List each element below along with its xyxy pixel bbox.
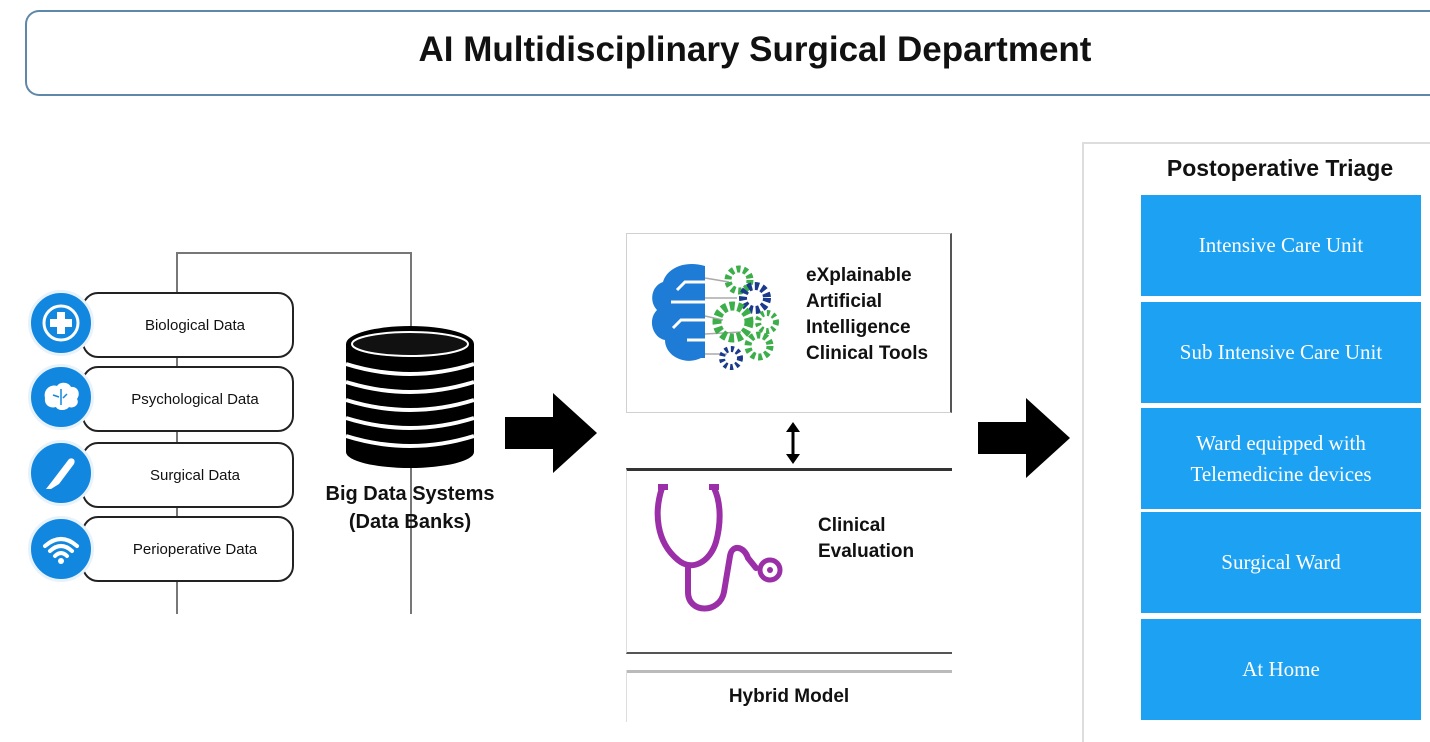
stethoscope-icon [654, 484, 783, 612]
wifi-icon [28, 516, 94, 582]
title-frame [25, 10, 1430, 96]
triage-item-label: Sub Intensive Care Unit [1179, 340, 1383, 364]
double-arrow-icon [786, 422, 800, 464]
hybrid-divider [626, 670, 952, 673]
arrow-right-icon [505, 393, 597, 473]
xai-line1: eXplainable [806, 265, 912, 286]
surgical-data-pill: Surgical Data [82, 442, 294, 508]
clinical-label: Clinical Evaluation [818, 513, 914, 565]
triage-item-label: Ward equipped with Telemedicine devices [1190, 430, 1372, 486]
database-icon [345, 326, 475, 468]
biological-data-pill: Biological Data [82, 292, 294, 358]
hybrid-model-label: Hybrid Model [728, 686, 850, 707]
xai-label: eXplainable Artificial Intelligence Clin… [806, 263, 928, 367]
page-title: AI Multidisciplinary Surgical Department [418, 30, 1092, 69]
xai-line3: Intelligence [806, 317, 911, 338]
bracket-left-line [176, 252, 178, 614]
perioperative-data-label: Perioperative Data [132, 540, 258, 558]
clinical-line1: Clinical [818, 515, 886, 536]
perioperative-data-pill: Perioperative Data [82, 516, 294, 582]
big-data-label: Big Data Systems (Data Banks) [300, 480, 520, 536]
arrow-right-icon [978, 398, 1070, 478]
hybrid-side-line [626, 670, 627, 722]
biological-data-label: Biological Data [144, 316, 246, 334]
big-data-line1: Big Data Systems [325, 483, 495, 505]
big-data-line2: (Data Banks) [348, 511, 472, 533]
bracket-top-line [176, 252, 412, 254]
triage-item-sub-icu: Sub Intensive Care Unit [1141, 302, 1421, 403]
psychological-data-pill: Psychological Data [82, 366, 294, 432]
triage-item-label: Intensive Care Unit [1198, 233, 1364, 257]
clinical-line2: Evaluation [818, 541, 915, 562]
clinical-panel [626, 468, 952, 654]
triage-title: Postoperative Triage [1166, 155, 1394, 181]
medical-cross-icon [28, 290, 94, 356]
triage-frame [1082, 142, 1430, 742]
triage-item-telemedicine-ward: Ward equipped with Telemedicine devices [1141, 408, 1421, 509]
psychological-data-label: Psychological Data [131, 390, 259, 408]
triage-item-surgical-ward: Surgical Ward [1141, 512, 1421, 613]
triage-item-label: Surgical Ward [1221, 550, 1341, 574]
xai-line4: Clinical Tools [806, 343, 929, 364]
xai-line2: Artificial [806, 291, 883, 312]
triage-item-icu: Intensive Care Unit [1141, 195, 1421, 296]
triage-item-label: At Home [1242, 657, 1320, 681]
triage-item-at-home: At Home [1141, 619, 1421, 720]
surgical-data-label: Surgical Data [149, 466, 241, 484]
ai-brain-gears-icon [651, 263, 779, 370]
scalpel-icon [28, 440, 94, 506]
brain-icon [28, 364, 94, 430]
